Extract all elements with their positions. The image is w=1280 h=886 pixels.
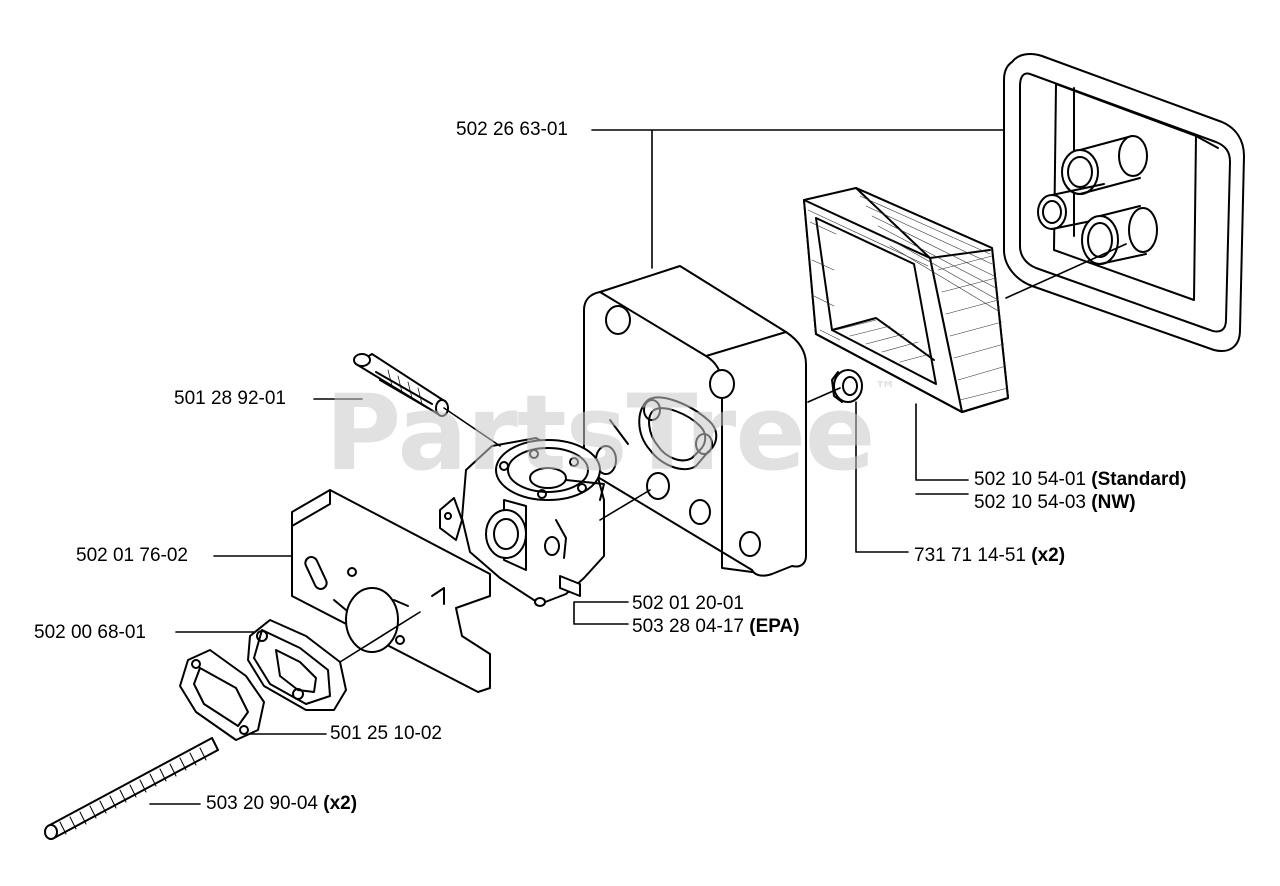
callout-carburetor-epa[interactable]: 503 28 04-17 (EPA) (632, 617, 800, 637)
part-number: 502 00 68-01 (34, 622, 146, 643)
callout-air-filter-cover[interactable]: 502 26 63-01 (456, 120, 568, 140)
callout-grommet[interactable]: 731 71 14-51 (x2) (914, 546, 1065, 566)
part-qualifier: (x2) (323, 793, 358, 814)
carburetor-drawing (439, 437, 605, 607)
watermark-text: PartsTree (325, 372, 875, 494)
callout-gasket[interactable]: 501 25 10-02 (330, 724, 442, 744)
air-filter-element-drawing (803, 187, 1009, 413)
part-number: 502 26 63-01 (456, 119, 568, 140)
part-number: 502 10 54-01 (974, 469, 1086, 490)
rubber-tube-drawing (353, 353, 449, 417)
part-qualifier: (x2) (1031, 545, 1066, 566)
part-number: 501 28 92-01 (174, 388, 286, 409)
leader-lines (149, 129, 1127, 805)
callout-carburetor[interactable]: 502 01 20-01 (632, 594, 744, 614)
base-plate-drawing (583, 265, 807, 577)
part-qualifier: (EPA) (749, 616, 800, 637)
air-filter-cover-drawing (1003, 53, 1245, 352)
callout-stud-bolt[interactable]: 503 20 90-04 (x2) (206, 794, 357, 814)
part-number: 503 28 04-17 (632, 616, 744, 637)
part-number: 502 01 20-01 (632, 593, 744, 614)
part-qualifier: (NW) (1091, 492, 1136, 513)
part-qualifier: (Standard) (1091, 469, 1187, 490)
heat-shield-drawing (291, 489, 491, 693)
part-number: 502 01 76-02 (76, 545, 188, 566)
callout-heat-shield[interactable]: 502 01 76-02 (76, 546, 188, 566)
stud-bolt-drawing (44, 737, 219, 840)
part-number: 502 10 54-03 (974, 492, 1086, 513)
callout-rubber-tube[interactable]: 501 28 92-01 (174, 389, 286, 409)
part-number: 501 25 10-02 (330, 723, 442, 744)
watermark: PartsTree™ (325, 372, 896, 494)
part-number: 503 20 90-04 (206, 793, 318, 814)
grommet-drawing (831, 369, 863, 403)
callout-intake-adapter[interactable]: 502 00 68-01 (34, 623, 146, 643)
callout-filter-standard[interactable]: 502 10 54-01 (Standard) (974, 470, 1186, 490)
gasket-drawing (179, 649, 265, 741)
intake-adapter-drawing (247, 619, 347, 711)
part-number: 731 71 14-51 (914, 545, 1026, 566)
callout-filter-nw[interactable]: 502 10 54-03 (NW) (974, 493, 1136, 513)
trademark-symbol: ™ (874, 378, 896, 403)
